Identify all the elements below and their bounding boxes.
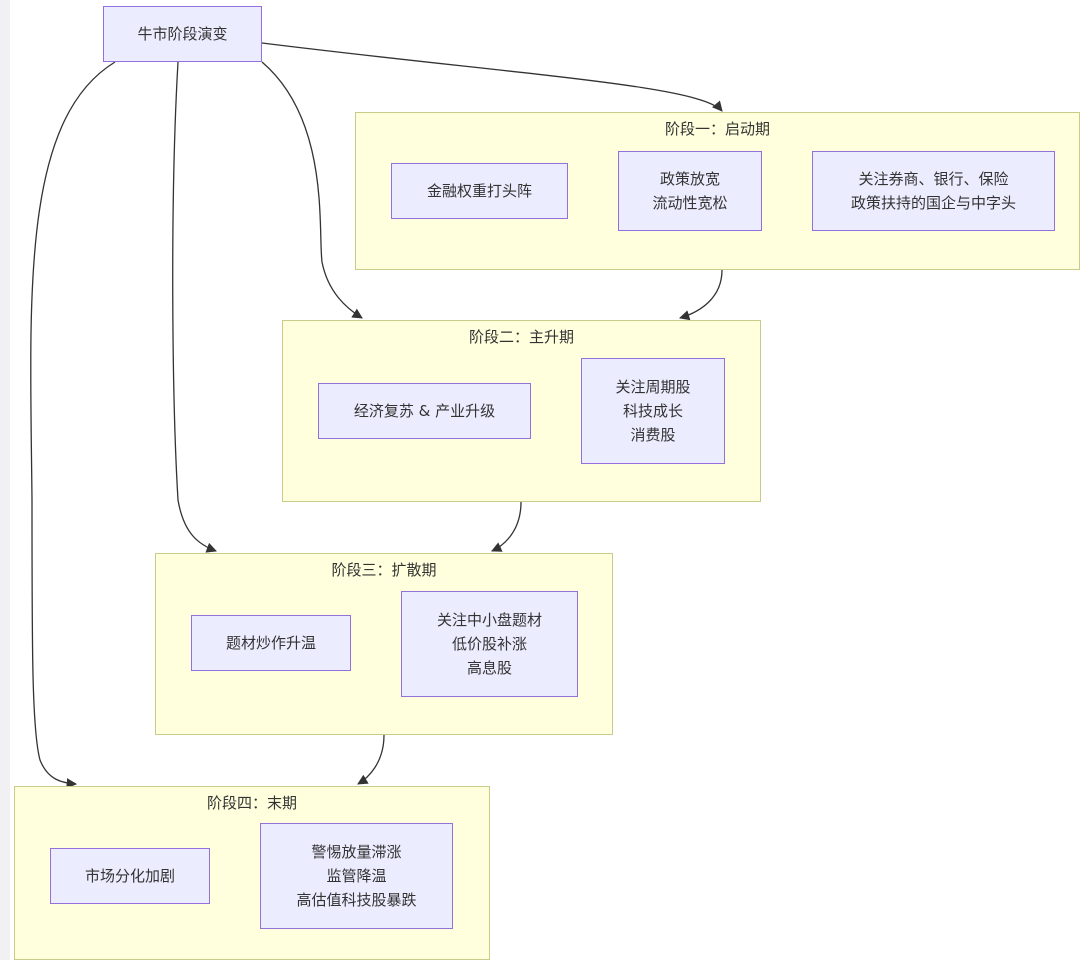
stage-2-node-2[interactable]: 关注周期股 科技成长 消费股 xyxy=(581,358,725,464)
edge-stage1-to-stage2 xyxy=(679,269,723,321)
edge-root-to-stage2 xyxy=(261,61,363,319)
stage-3-node-2-label: 关注中小盘题材 低价股补涨 高息股 xyxy=(436,611,542,677)
edge-stage2-to-stage3 xyxy=(491,501,522,552)
stage-4-node-1[interactable]: 市场分化加剧 xyxy=(50,848,210,904)
stage-1-node-2-label: 政策放宽 流动性宽松 xyxy=(652,170,728,212)
stage-2-node-2-label: 关注周期股 科技成长 消费股 xyxy=(615,378,691,444)
stage-1-node-3[interactable]: 关注券商、银行、保险 政策扶持的国企与中字头 xyxy=(812,151,1055,231)
stage-2-title: 阶段二：主升期 xyxy=(468,328,574,346)
edge-root-to-stage3 xyxy=(172,61,217,553)
stage-4-node-2-label: 警惕放量滞涨 监管降温 高估值科技股暴跌 xyxy=(296,843,417,909)
stage-1-node-1-label: 金融权重打头阵 xyxy=(426,182,532,200)
stage-1-node-2[interactable]: 政策放宽 流动性宽松 xyxy=(618,151,762,231)
edge-root-to-stage4 xyxy=(30,61,116,789)
stage-3-node-2[interactable]: 关注中小盘题材 低价股补涨 高息股 xyxy=(401,591,578,697)
stage-3-title: 阶段三：扩散期 xyxy=(331,561,437,579)
stage-1-node-1[interactable]: 金融权重打头阵 xyxy=(391,163,568,219)
stage-2-node-1[interactable]: 经济复苏 & 产业升级 xyxy=(318,383,531,439)
stage-3-node-1-label: 题材炒作升温 xyxy=(225,634,316,652)
edge-root-to-stage1 xyxy=(261,42,723,112)
root-node[interactable]: 牛市阶段演变 xyxy=(103,6,262,62)
edge-stage3-to-stage4 xyxy=(357,734,385,785)
stage-4-node-1-label: 市场分化加剧 xyxy=(84,867,175,885)
window-edge xyxy=(0,0,10,960)
stage-4-title: 阶段四：末期 xyxy=(206,794,297,812)
root-node-label: 牛市阶段演变 xyxy=(137,25,228,43)
stage-4-node-2[interactable]: 警惕放量滞涨 监管降温 高估值科技股暴跌 xyxy=(260,823,453,929)
stage-3-node-1[interactable]: 题材炒作升温 xyxy=(191,615,351,671)
stage-1-title: 阶段一：启动期 xyxy=(664,120,770,138)
stage-2-node-1-label: 经济复苏 & 产业升级 xyxy=(353,402,496,420)
stage-1-node-3-label: 关注券商、银行、保险 政策扶持的国企与中字头 xyxy=(850,170,1016,212)
